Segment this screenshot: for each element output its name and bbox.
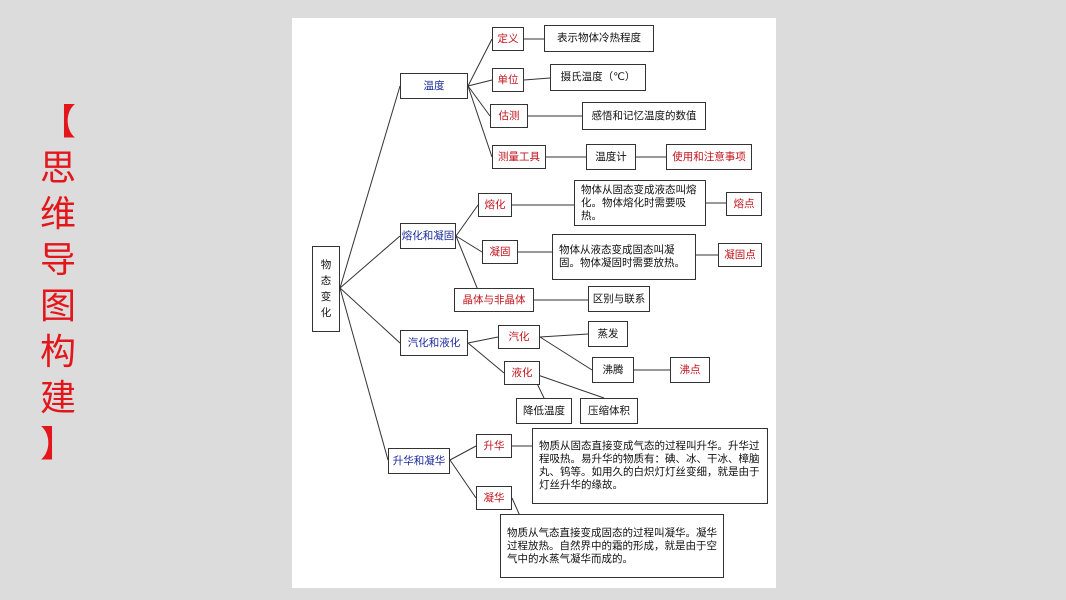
cooling-node: 降低温度 — [516, 398, 572, 424]
mind-map: 物态变化 温度 定义 表示物体冷热程度 单位 摄氏温度（℃） 估测 感悟和记忆温… — [292, 18, 776, 588]
side-title-char: 建 — [39, 378, 76, 419]
freezing-point: 凝固点 — [718, 243, 762, 267]
group-vaporization: 汽化和液化 — [400, 330, 468, 356]
side-title: 【 思 维 导 图 构 建 】 — [36, 100, 80, 468]
temp-definition-content: 表示物体冷热程度 — [544, 25, 654, 52]
deposition-content: 物质从气态直接变成固态的过程叫凝华。凝华过程放热。自然界中的霜的形成，就是由于空… — [500, 514, 724, 578]
melting-point: 熔点 — [726, 192, 762, 216]
side-title-char: 思 — [39, 148, 76, 189]
connector-lines — [339, 38, 726, 526]
side-title-char: 维 — [39, 194, 76, 235]
temp-measure-label: 测量工具 — [492, 145, 546, 169]
temp-measure-note: 使用和注意事项 — [666, 144, 752, 170]
freezing-content: 物体从液态变成固态叫凝固。物体凝固时需要放热。 — [552, 234, 696, 280]
side-title-bracket-open: 【 — [39, 102, 76, 143]
root-label: 物态变化 — [320, 259, 332, 319]
boil-node: 沸腾 — [592, 357, 634, 383]
side-title-char: 图 — [39, 286, 76, 327]
crystal-content: 区别与联系 — [588, 286, 650, 312]
compress-node: 压缩体积 — [580, 398, 638, 424]
temp-measure-tool: 温度计 — [586, 144, 636, 170]
group-melting: 熔化和凝固 — [400, 223, 456, 249]
side-title-char: 导 — [39, 240, 76, 281]
temp-estimate-content: 感悟和记忆温度的数值 — [582, 102, 706, 130]
side-title-char: 构 — [39, 332, 76, 373]
temp-estimate-label: 估测 — [490, 104, 528, 128]
sublimation-content: 物质从固态直接变成气态的过程叫升华。升华过程吸热。易升华的物质有：碘、冰、干冰、… — [532, 428, 768, 504]
deposition-label: 凝华 — [476, 486, 512, 510]
boil-point: 沸点 — [670, 357, 710, 383]
group-sublimation: 升华和凝华 — [388, 448, 450, 474]
melting-content: 物体从固态变成液态叫熔化。物体熔化时需要吸热。 — [574, 180, 706, 226]
melting-label: 熔化 — [478, 193, 512, 217]
vaporize-label: 汽化 — [498, 325, 540, 349]
temp-definition-label: 定义 — [492, 27, 524, 51]
root-node: 物态变化 — [312, 246, 340, 332]
side-title-bracket-close: 】 — [39, 424, 76, 465]
liquefy-label: 液化 — [504, 361, 540, 385]
group-temperature: 温度 — [400, 73, 468, 99]
evaporate-node: 蒸发 — [588, 321, 628, 347]
freezing-label: 凝固 — [482, 240, 518, 264]
sublimation-label: 升华 — [476, 434, 512, 458]
temp-unit-content: 摄氏温度（℃） — [550, 64, 646, 91]
crystal-label: 晶体与非晶体 — [454, 288, 534, 312]
temp-unit-label: 单位 — [492, 68, 524, 92]
